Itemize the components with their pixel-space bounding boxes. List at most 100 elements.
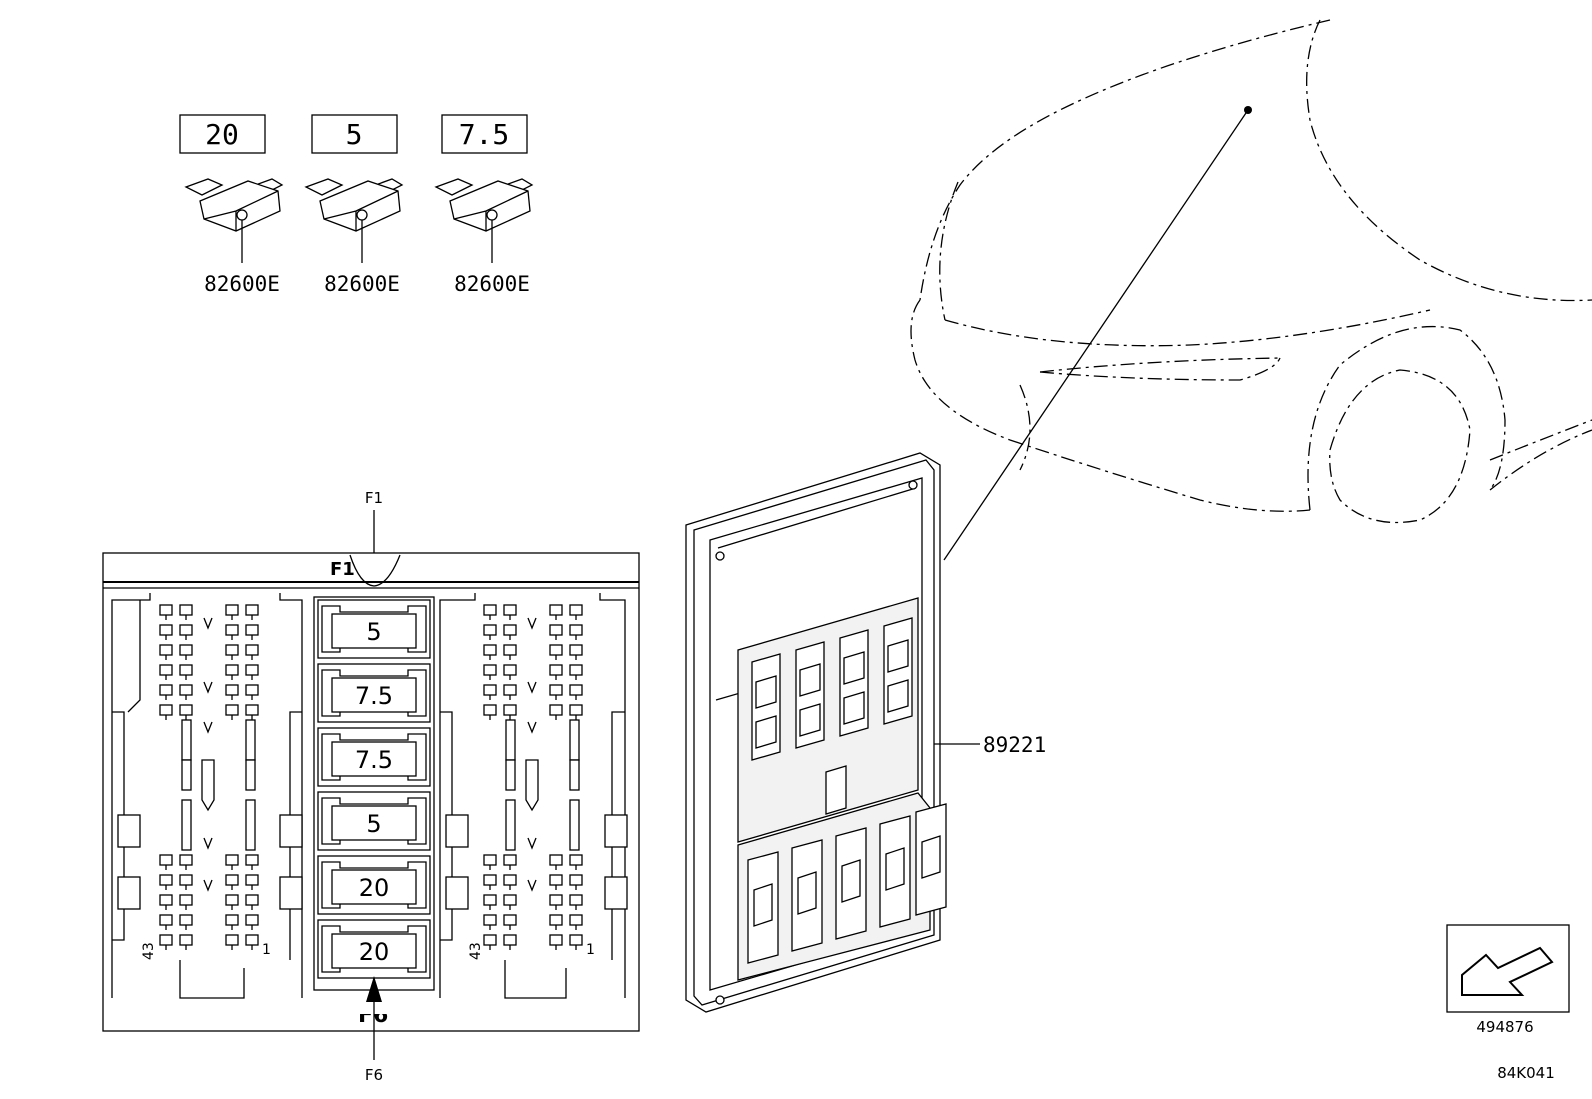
- terminal-pin: [483, 894, 497, 910]
- terminal-pin: [503, 934, 517, 950]
- fuse-slot: 5: [317, 599, 431, 659]
- terminal-pin: [225, 644, 239, 660]
- fuse-slot-rating: 7.5: [355, 746, 393, 774]
- relay-socket: [751, 653, 781, 761]
- fuse-rating-box: [311, 114, 398, 154]
- terminal-pin: [483, 644, 497, 660]
- fuse-slot-column: 5 7.5 7.5 5 20 20: [313, 596, 435, 991]
- terminal-mark: [527, 617, 537, 630]
- terminal-pin: [503, 874, 517, 890]
- terminal-pin: [225, 684, 239, 700]
- fuse-slot-rating: 20: [359, 938, 390, 966]
- panel-header-label: F1: [330, 559, 355, 580]
- terminal-pin: [245, 934, 259, 950]
- fuse-part-7-5[interactable]: 7.5 82600E: [434, 114, 534, 296]
- terminal-pin: [225, 664, 239, 680]
- fuse-slot: 5: [317, 791, 431, 851]
- terminal-blade: [525, 759, 539, 812]
- terminal-pin: [503, 854, 517, 870]
- left-connector-block: 43 1: [111, 593, 303, 999]
- arrow-icon: [1461, 946, 1554, 996]
- terminal-pin: [179, 934, 193, 950]
- terminal-pin: [225, 604, 239, 620]
- terminal-pin: [179, 914, 193, 930]
- fuse-rating-label: 7.5: [459, 118, 510, 151]
- pin-label-43: 43: [468, 942, 484, 960]
- terminal-pin-long: [245, 799, 256, 851]
- terminal-pin: [225, 874, 239, 890]
- terminal-pin: [159, 854, 173, 870]
- terminal-pin: [569, 624, 583, 640]
- terminal-pin: [179, 604, 193, 620]
- terminal-pin: [225, 914, 239, 930]
- terminal-mark: [203, 837, 213, 850]
- fuse-part-20[interactable]: 20 82600E: [179, 114, 284, 296]
- terminal-pin: [483, 664, 497, 680]
- fuse-slot: 7.5: [317, 727, 431, 787]
- terminal-pin: [549, 644, 563, 660]
- terminal-pin: [483, 854, 497, 870]
- terminal-pin: [179, 704, 193, 720]
- terminal-pin: [569, 874, 583, 890]
- leader-line: [943, 109, 1249, 561]
- terminal-pin: [503, 684, 517, 700]
- terminal-pin: [549, 604, 563, 620]
- terminal-pin: [569, 914, 583, 930]
- terminal-pin: [225, 854, 239, 870]
- terminal-pin: [245, 704, 259, 720]
- direction-indicator: [1446, 924, 1570, 1013]
- terminal-mark: [527, 837, 537, 850]
- pin-label-1: 1: [586, 942, 595, 958]
- terminal-pin-long: [245, 719, 256, 761]
- pin-label-43: 43: [141, 942, 157, 960]
- part-number-label: 82600E: [204, 272, 280, 296]
- terminal-pin: [569, 664, 583, 680]
- fuse-slot-rating: 7.5: [355, 682, 393, 710]
- terminal-pin: [569, 934, 583, 950]
- fuse-slot: 20: [317, 919, 431, 979]
- terminal-pin: [179, 894, 193, 910]
- connector-socket: [791, 839, 823, 952]
- fuse-icon: [304, 178, 404, 263]
- terminal-pin: [245, 644, 259, 660]
- terminal-pin: [159, 644, 173, 660]
- terminal-pin: [225, 894, 239, 910]
- pin-array: [483, 604, 583, 950]
- terminal-pin: [503, 914, 517, 930]
- terminal-mark: [527, 721, 537, 734]
- terminal-pin: [569, 684, 583, 700]
- terminal-pin-long: [505, 719, 516, 761]
- terminal-pin: [159, 684, 173, 700]
- terminal-pin-long: [569, 799, 580, 851]
- fuse-box-module[interactable]: 89221: [685, 452, 1046, 1013]
- terminal-pin: [549, 684, 563, 700]
- terminal-pin: [549, 624, 563, 640]
- fuse-part-5[interactable]: 5 82600E: [304, 114, 404, 296]
- fuse-rating-box: [179, 114, 266, 154]
- terminal-pin: [179, 644, 193, 660]
- terminal-pin: [569, 894, 583, 910]
- terminal-pin: [245, 624, 259, 640]
- terminal-pin: [225, 934, 239, 950]
- terminal-pin: [549, 874, 563, 890]
- terminal-pin: [245, 894, 259, 910]
- module-part-number: 89221: [983, 733, 1046, 757]
- fuse-rating-box: [441, 114, 528, 154]
- center-connector: [825, 765, 847, 815]
- terminal-pin: [245, 854, 259, 870]
- terminal-pin: [159, 704, 173, 720]
- terminal-pin: [245, 684, 259, 700]
- relay-socket: [883, 617, 913, 725]
- fuse-rating-label: 20: [205, 118, 239, 151]
- relay-socket: [839, 629, 869, 737]
- terminal-pin: [179, 624, 193, 640]
- fuse-slot-rating: 20: [359, 874, 390, 902]
- terminal-pin: [159, 604, 173, 620]
- connector-socket: [747, 851, 779, 964]
- terminal-pin: [549, 894, 563, 910]
- terminal-pin: [179, 684, 193, 700]
- terminal-pin: [503, 704, 517, 720]
- right-connector-block: 43 1: [439, 593, 628, 999]
- terminal-pin: [179, 874, 193, 890]
